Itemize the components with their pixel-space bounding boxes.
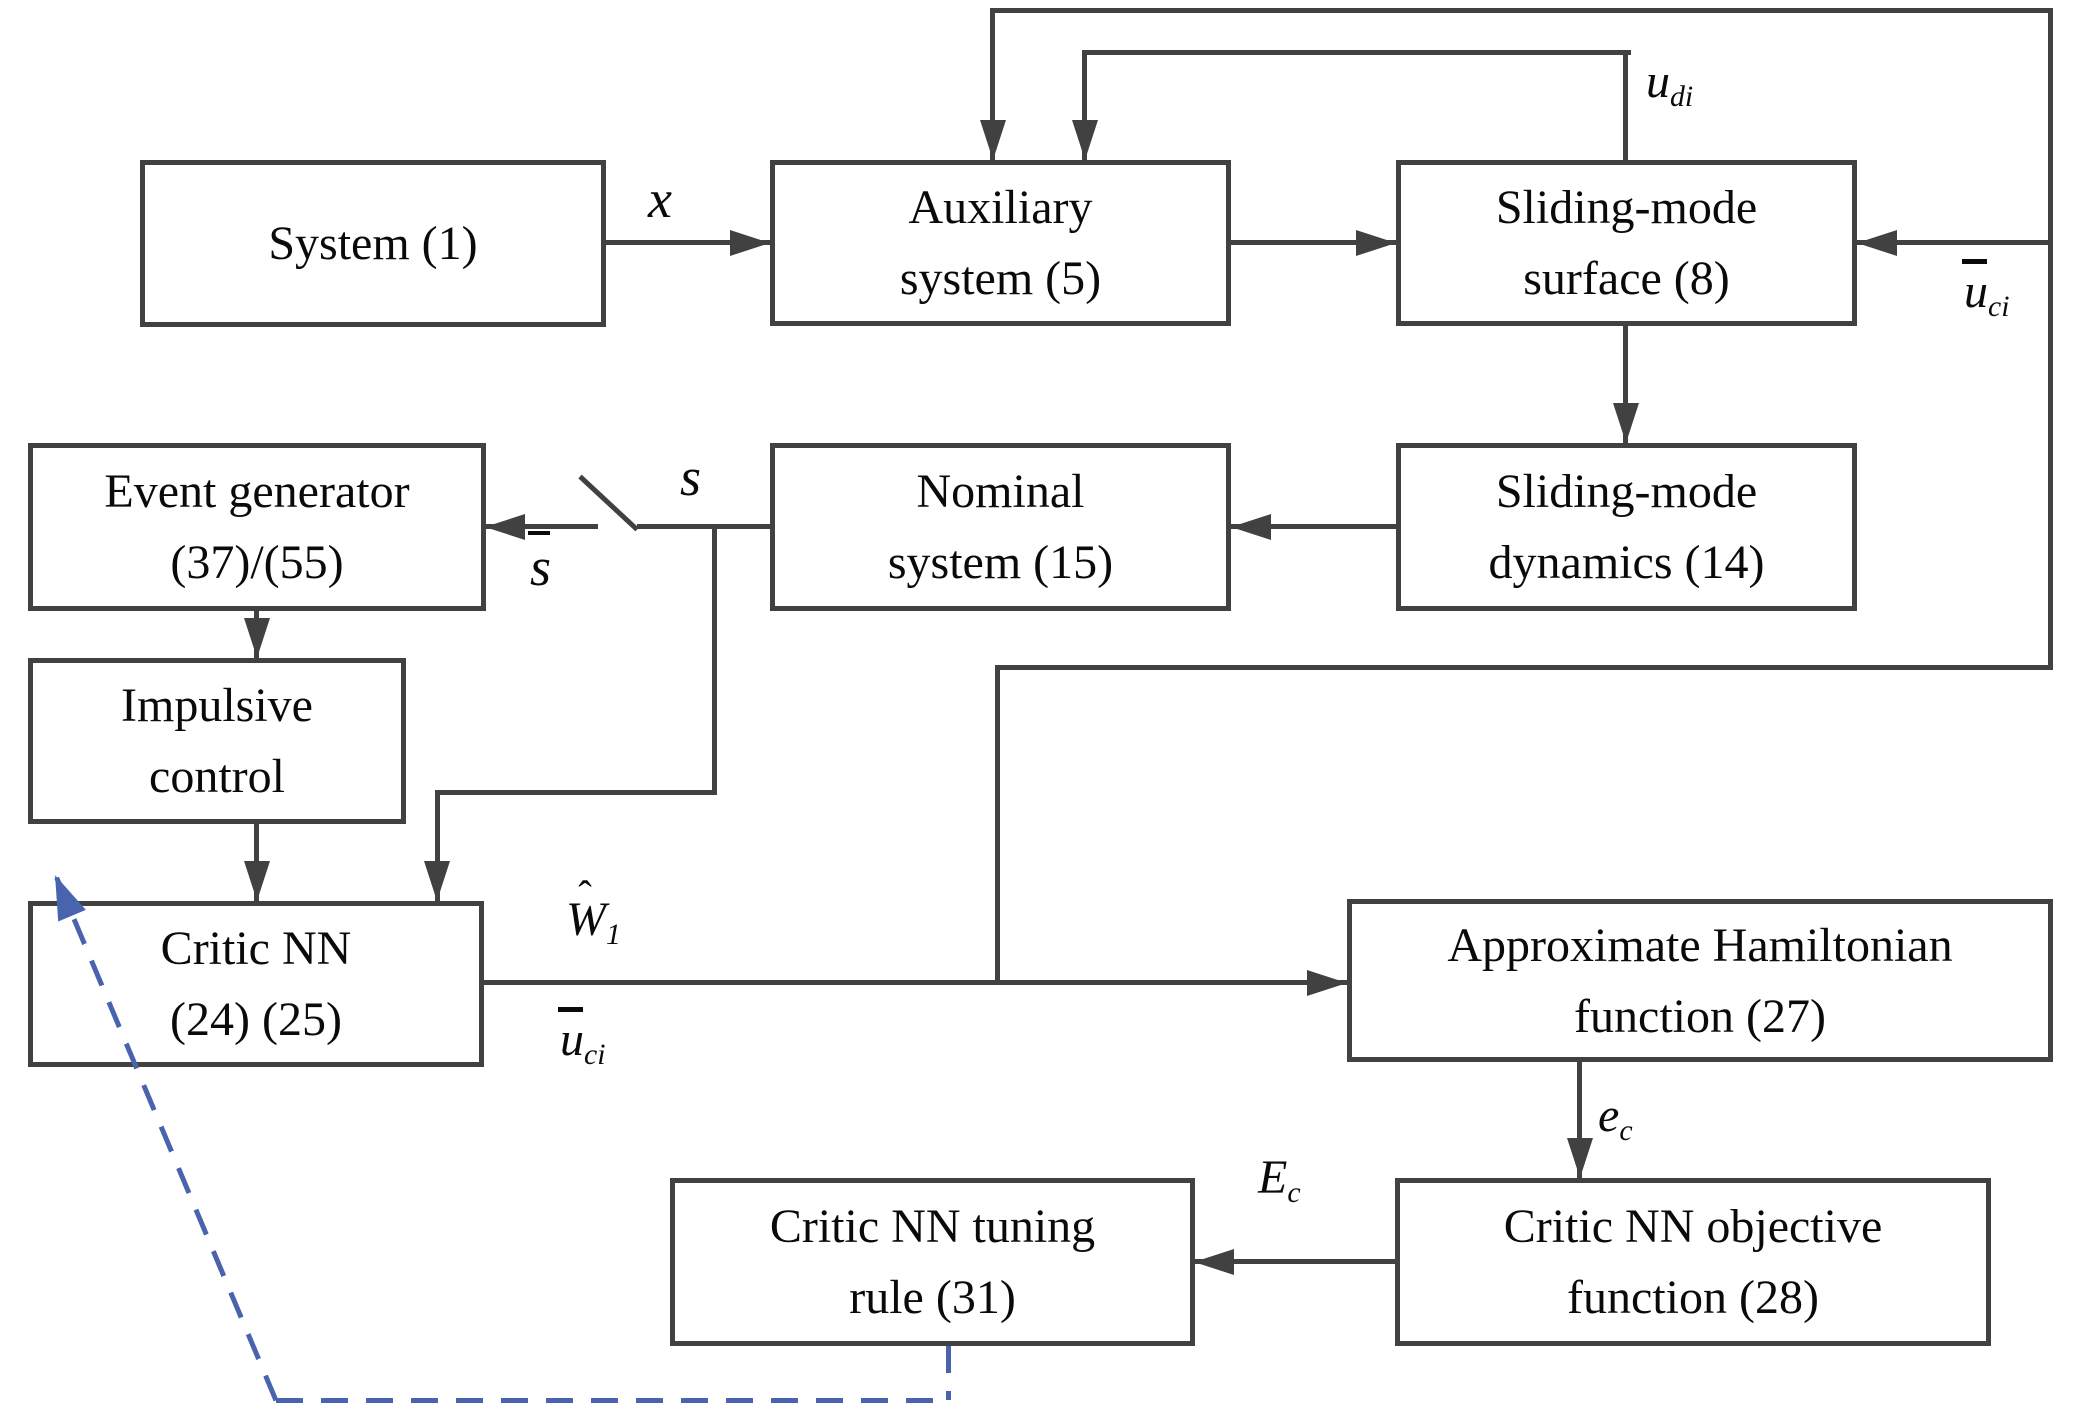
connector-udi-drop — [1082, 50, 1087, 160]
switch-blade — [578, 474, 639, 532]
arrow-into-hamiltonian — [1307, 970, 1347, 996]
arrow-into-dynamics — [1613, 403, 1639, 443]
connector-Ec — [1194, 1259, 1395, 1264]
label-ec: ec — [1598, 1089, 1633, 1147]
connector-dynamics-to-nominal — [1231, 524, 1396, 529]
connector-surface-to-dynamics — [1623, 326, 1628, 443]
label-s-bar: s — [527, 530, 552, 597]
arrow-into-impulsive — [244, 618, 270, 658]
tuning-feedback-dashed-h — [276, 1398, 949, 1403]
arrow-into-nominal — [1231, 514, 1271, 540]
label-s: s — [680, 447, 702, 507]
arrow-into-auxiliary-top-1 — [980, 120, 1006, 160]
label-uci-output: uci — [558, 1007, 606, 1071]
box-critic-nn: Critic NN (24) (25) — [28, 901, 484, 1067]
connector-system-to-auxiliary — [606, 240, 770, 245]
connector-feedback-up — [995, 665, 1000, 983]
connector-feedback-h — [995, 665, 2053, 670]
label-x: x — [648, 169, 672, 229]
arrow-into-critic-1 — [244, 861, 270, 901]
connector-uci-to-surface — [1857, 240, 2053, 245]
connector-auxiliary-to-surface — [1231, 240, 1396, 245]
box-impulsive-control: Impulsive control — [28, 658, 406, 824]
arrow-into-critic-2 — [424, 861, 450, 901]
connector-udi-h — [1085, 50, 1631, 55]
connector-udi-rise — [1623, 50, 1628, 160]
label-udi: udi — [1646, 55, 1694, 113]
arrow-into-event-generator — [485, 514, 525, 540]
arrow-into-surface-left — [1356, 230, 1396, 256]
arrow-into-objective — [1567, 1138, 1593, 1178]
label-uci-right: uci — [1962, 259, 2010, 323]
box-system: System (1) — [140, 160, 606, 327]
connector-s-into-critic — [435, 790, 440, 901]
box-sliding-mode-dynamics: Sliding-mode dynamics (14) — [1396, 443, 1857, 611]
box-nominal-system: Nominal system (15) — [770, 443, 1231, 611]
arrow-into-tuning-rule — [1194, 1249, 1234, 1275]
connector-top-feedback-h — [993, 8, 2053, 13]
arrow-into-surface-right — [1857, 230, 1897, 256]
tuning-feedback-dashed-v — [946, 1346, 951, 1400]
box-approximate-hamiltonian: Approximate Hamiltonian function (27) — [1347, 899, 2053, 1062]
box-system-label: System (1) — [268, 217, 478, 270]
arrow-into-auxiliary-left — [730, 230, 770, 256]
connector-switch-right — [637, 524, 770, 529]
box-auxiliary-system: Auxiliary system (5) — [770, 160, 1231, 326]
label-Ec: Ec — [1258, 1151, 1301, 1209]
box-critic-nn-tuning: Critic NN tuning rule (31) — [670, 1178, 1195, 1346]
connector-right-feedback-v — [2048, 8, 2053, 670]
connector-critic-output — [484, 980, 1347, 985]
connector-s-down — [712, 524, 717, 795]
box-sliding-mode-surface: Sliding-mode surface (8) — [1396, 160, 1857, 326]
arrow-into-auxiliary-top-2 — [1072, 120, 1098, 160]
box-event-generator: Event generator (37)/(55) — [28, 443, 486, 611]
connector-s-stub — [435, 790, 717, 795]
connector-top-feedback-drop — [990, 8, 995, 160]
connector-ec — [1577, 1062, 1582, 1178]
box-critic-nn-objective: Critic NN objective function (28) — [1395, 1178, 1991, 1346]
connector-switch-left — [485, 524, 598, 529]
